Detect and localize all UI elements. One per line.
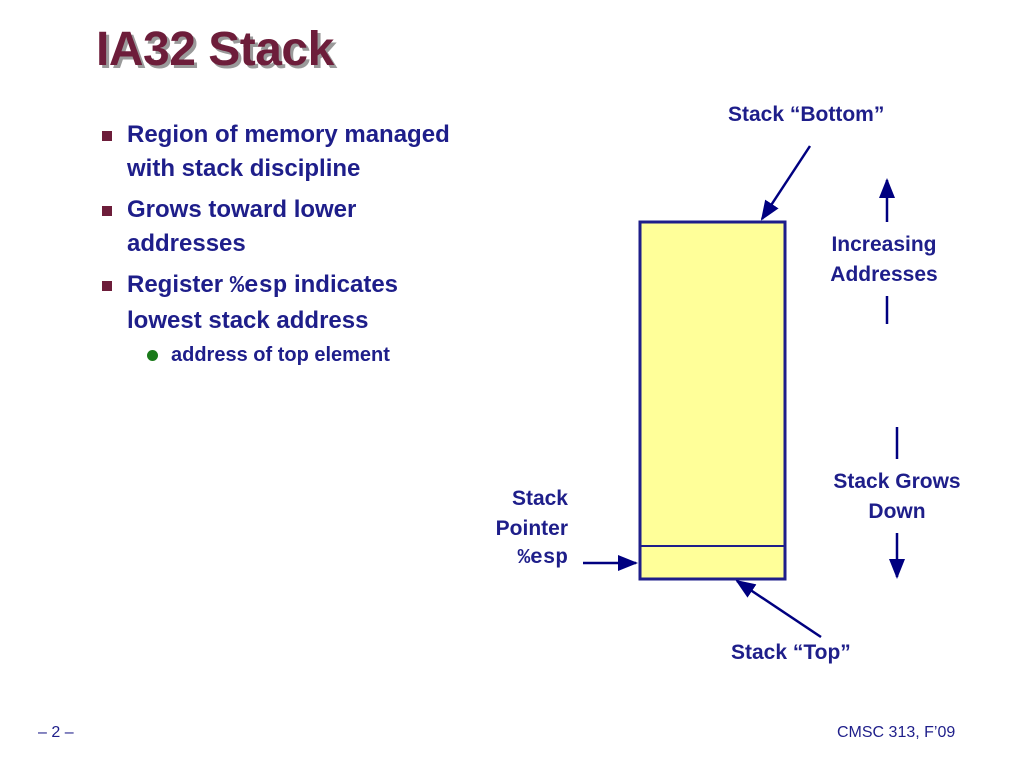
stack-memory-block (638, 220, 787, 581)
bullet-line: Register %esp indicates (127, 268, 530, 304)
register-code: %esp (229, 273, 288, 300)
round-bullet-icon (147, 350, 158, 361)
bullet-item-region: Region of memory managed with stack disc… (100, 118, 530, 186)
stack-grows-down-label: Stack Grows Down (808, 467, 986, 527)
bullet-line: addresses (127, 230, 246, 257)
label-line: Down (868, 500, 926, 523)
square-bullet-icon (102, 281, 112, 291)
bullet-line: lowest stack address (127, 307, 369, 334)
label-line: Stack (511, 487, 568, 510)
slide-title: IA32 Stack (96, 23, 334, 76)
label-line: Increasing (831, 233, 937, 256)
bullet-line: Region of memory managed (127, 121, 450, 148)
stack-top-pointer-arrow (735, 579, 822, 639)
label-line: Pointer (495, 517, 568, 540)
bullet-line: Grows toward lower (127, 196, 357, 223)
bullet-line: with stack discipline (127, 155, 361, 182)
bullet-text: Register (127, 271, 230, 298)
stack-bottom-pointer-arrow (760, 145, 812, 221)
stack-bottom-label: Stack “Bottom” (728, 103, 885, 126)
bullet-item-grows: Grows toward lower addresses (100, 193, 530, 261)
sub-bullet-item: address of top element (127, 341, 530, 369)
label-line: Stack Grows (833, 470, 961, 493)
bullet-text: indicates (287, 271, 399, 298)
course-label: CMSC 313, F’09 (837, 724, 956, 741)
label-line: Addresses (830, 263, 938, 286)
esp-register-label: %esp (517, 547, 568, 570)
bullet-list: Region of memory managed with stack disc… (100, 118, 530, 369)
stack-top-label: Stack “Top” (731, 641, 851, 664)
square-bullet-icon (102, 206, 112, 216)
page-number: – 2 – (38, 724, 74, 741)
bullet-item-register: Register %esp indicates lowest stack add… (100, 268, 530, 338)
increasing-addresses-label: Increasing Addresses (800, 230, 968, 290)
stack-pointer-label: Stack Pointer %esp (496, 484, 568, 574)
square-bullet-icon (102, 131, 112, 141)
sub-bullet-text: address of top element (171, 344, 390, 366)
